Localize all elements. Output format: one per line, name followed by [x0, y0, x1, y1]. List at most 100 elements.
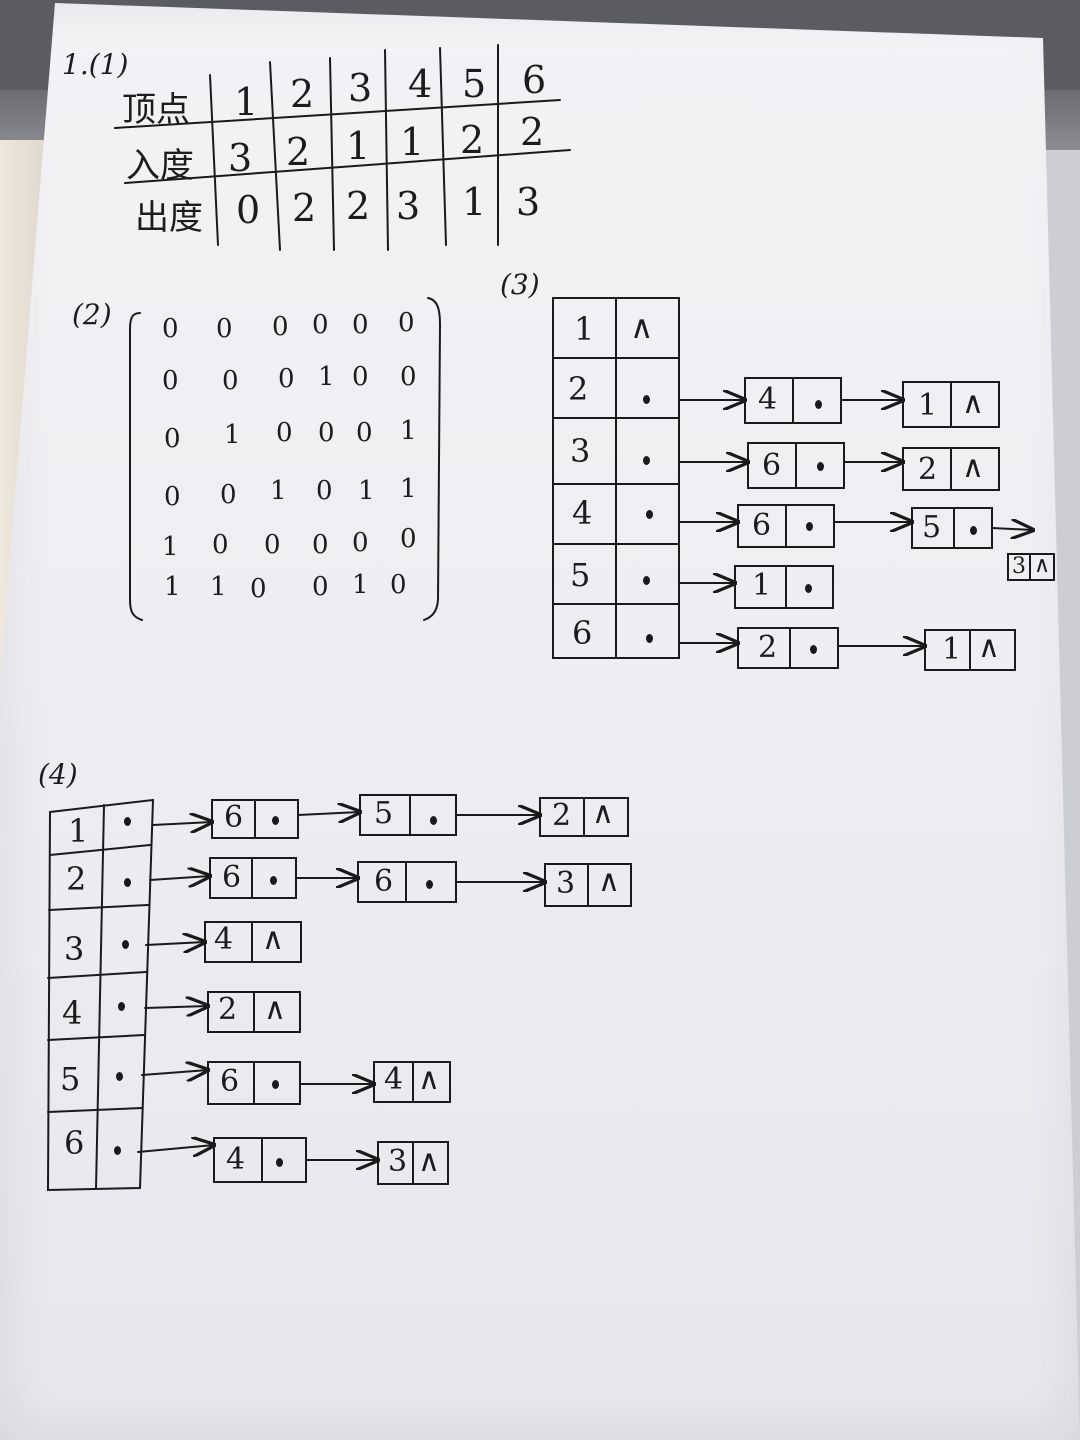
- out-degree-cell: 2: [292, 186, 317, 230]
- list4-vertex: 6: [64, 1124, 85, 1162]
- list3-node-value: 4: [758, 382, 778, 417]
- list3-vertex: 5: [570, 556, 591, 594]
- list4-node-value: 2: [218, 992, 238, 1027]
- list3-null: ∧: [962, 386, 984, 421]
- list4-null: ∧: [418, 1144, 440, 1179]
- out-degree-row-label: 出度: [135, 198, 203, 238]
- list3-node-value: 1: [918, 388, 938, 423]
- part4-label: (4): [38, 758, 78, 791]
- matrix-cell: 0: [164, 424, 181, 454]
- out-degree-cell: 2: [346, 184, 371, 228]
- list3-vertex: 2: [568, 370, 589, 408]
- list3-null: ∧: [630, 308, 654, 346]
- list4-node-value: 5: [374, 796, 394, 831]
- matrix-cell: 0: [222, 366, 239, 396]
- in-degree-row-label: 入度: [126, 146, 194, 186]
- matrix-cell: 0: [318, 418, 335, 448]
- matrix-cell: 0: [162, 314, 179, 344]
- list4-null: ∧: [264, 992, 286, 1027]
- list4-vertex: 5: [60, 1060, 81, 1098]
- vertex-row-label: 顶点: [122, 90, 190, 130]
- list4-node-value: 2: [552, 798, 572, 833]
- list3-null: ∧: [962, 450, 984, 485]
- out-degree-cell: 1: [462, 180, 487, 224]
- matrix-cell: 0: [352, 310, 369, 340]
- matrix-cell: 1: [352, 570, 369, 600]
- list3-node-value: 6: [762, 448, 782, 483]
- list4-vertex: 1: [68, 812, 89, 850]
- list3-vertex: 6: [572, 614, 593, 652]
- out-degree-cell: 3: [516, 180, 541, 224]
- pointer-dot: [122, 940, 129, 949]
- list4-node-value: 6: [220, 1064, 240, 1099]
- list3-node-value: 2: [918, 452, 938, 487]
- matrix-cell: 1: [210, 572, 227, 602]
- pointer-dot: [272, 816, 279, 825]
- pointer-dot: [124, 878, 131, 887]
- matrix-cell: 1: [162, 532, 179, 562]
- list3-node-value: 1: [752, 568, 772, 603]
- matrix-cell: 1: [400, 474, 417, 504]
- matrix-cell: 0: [264, 530, 281, 560]
- out-degree-cell: 0: [236, 188, 261, 232]
- matrix-cell: 0: [212, 530, 229, 560]
- pointer-dot: [805, 584, 812, 593]
- matrix-cell: 0: [398, 308, 415, 338]
- pointer-dot: [430, 816, 437, 825]
- list3-vertex: 4: [572, 494, 593, 532]
- pointer-dot: [124, 817, 131, 826]
- vertex-header-cell: 3: [348, 66, 373, 110]
- matrix-cell: 0: [250, 574, 267, 604]
- in-degree-cell: 1: [346, 124, 371, 168]
- list3-node-value: 5: [922, 510, 942, 545]
- pointer-dot: [810, 645, 817, 654]
- matrix-cell: 0: [316, 476, 333, 506]
- part1-label: 1.(1): [62, 48, 129, 81]
- matrix-cell: 0: [356, 418, 373, 448]
- matrix-cell: 0: [312, 310, 329, 340]
- matrix-cell: 0: [352, 528, 369, 558]
- vertex-header-cell: 1: [234, 80, 259, 124]
- list4-node-value: 3: [388, 1144, 408, 1179]
- matrix-cell: 0: [400, 362, 417, 392]
- matrix-cell: 0: [278, 364, 295, 394]
- pointer-dot: [646, 510, 653, 519]
- in-degree-cell: 2: [520, 110, 545, 154]
- list4-nodes: [137, 794, 632, 1185]
- matrix-cell: 0: [312, 530, 329, 560]
- list4-null: ∧: [592, 796, 614, 831]
- pointer-dot: [643, 576, 650, 585]
- list3-head-table: [552, 297, 680, 659]
- list4-node-value: 6: [224, 800, 244, 835]
- matrix-cell: 1: [358, 476, 375, 506]
- list4-node-value: 6: [222, 860, 242, 895]
- pointer-dot: [116, 1072, 123, 1081]
- matrix-cell: 0: [312, 572, 329, 602]
- pointer-dot: [817, 462, 824, 471]
- vertex-header-cell: 4: [408, 62, 433, 106]
- matrix-cell: 0: [352, 362, 369, 392]
- matrix-cell: 0: [216, 314, 233, 344]
- list3-null: ∧: [1034, 553, 1051, 578]
- in-degree-cell: 2: [286, 130, 311, 174]
- matrix-cell: 0: [220, 480, 237, 510]
- list3-node-value: 3: [1012, 554, 1026, 579]
- matrix-cell: 1: [224, 420, 241, 450]
- list3-node-value: 2: [758, 630, 778, 665]
- vertex-header-cell: 2: [290, 72, 315, 116]
- list4-head-table: [46, 798, 155, 1192]
- list3-vertex: 1: [574, 310, 595, 348]
- list4-node-value: 4: [384, 1062, 404, 1097]
- list4-vertex: 4: [62, 994, 83, 1032]
- list4-null: ∧: [418, 1062, 440, 1097]
- matrix-cell: 1: [400, 416, 417, 446]
- matrix-cell: 1: [318, 362, 335, 392]
- list4-node-value: 4: [214, 922, 234, 957]
- matrix-brackets: [129, 297, 442, 621]
- part3-label: (3): [500, 268, 540, 301]
- list4-vertex: 2: [66, 860, 87, 898]
- matrix-cell: 0: [276, 418, 293, 448]
- vertex-header-cell: 5: [462, 62, 487, 106]
